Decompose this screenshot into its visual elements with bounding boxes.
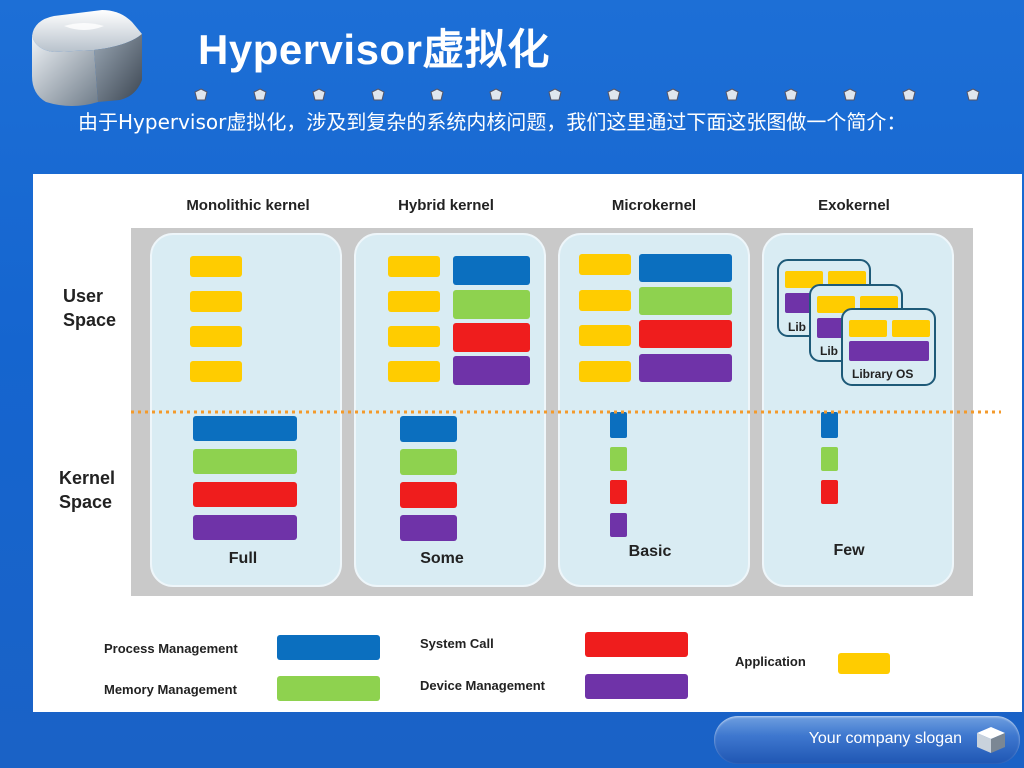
gem-bullet-icon bbox=[843, 88, 857, 101]
system-call-block bbox=[610, 480, 627, 504]
device-management-block bbox=[453, 356, 530, 385]
column-header-hybrid: Hybrid kernel bbox=[398, 197, 494, 214]
process-management-block bbox=[400, 416, 457, 442]
application-block bbox=[190, 361, 242, 382]
gem-bullet-icon bbox=[902, 88, 916, 101]
application-block bbox=[190, 256, 242, 277]
application-block bbox=[579, 325, 631, 346]
kernel-level-few: Few bbox=[833, 542, 865, 559]
library-os-label: Library OS bbox=[852, 367, 914, 381]
gem-bullet-icon bbox=[312, 88, 326, 101]
memory-management-block bbox=[610, 447, 627, 471]
process-management-block bbox=[639, 254, 732, 282]
application-block bbox=[388, 361, 440, 382]
gem-bullet-icon bbox=[253, 88, 267, 101]
column-header-microkernel: Microkernel bbox=[611, 197, 697, 214]
system-call-block bbox=[639, 320, 732, 348]
process-management-block bbox=[453, 256, 530, 285]
legend-swatch-process bbox=[277, 635, 380, 660]
application-block bbox=[579, 361, 631, 382]
application-block bbox=[579, 290, 631, 311]
gem-bullet-icon bbox=[607, 88, 621, 101]
device-management-block bbox=[610, 513, 627, 537]
application-block bbox=[190, 291, 242, 312]
system-call-block bbox=[453, 323, 530, 352]
gem-bullet-icon bbox=[548, 88, 562, 101]
cube-logo-icon bbox=[32, 10, 142, 106]
library-os-label: Lib bbox=[788, 320, 806, 334]
system-call-block bbox=[400, 482, 457, 508]
diagram-canvas bbox=[131, 228, 1001, 701]
column-microkernel bbox=[558, 233, 750, 587]
memory-management-block bbox=[400, 449, 457, 475]
library-os-stack bbox=[777, 259, 936, 386]
legend-label-application: Application bbox=[735, 654, 806, 669]
application-block bbox=[579, 254, 631, 275]
memory-management-block bbox=[193, 449, 297, 474]
process-management-block bbox=[193, 416, 297, 441]
kernel-level-basic: Basic bbox=[628, 543, 672, 560]
legend-label-device: Device Management bbox=[420, 678, 545, 693]
system-call-block bbox=[821, 480, 838, 504]
row-label-user-space: User Space bbox=[63, 286, 117, 330]
application-block bbox=[190, 326, 242, 347]
cube-icon bbox=[977, 727, 1005, 753]
library-os-label: Lib bbox=[820, 344, 838, 358]
application-block bbox=[388, 326, 440, 347]
kernel-architecture-diagram: Monolithic kernel Hybrid kernel Microker… bbox=[33, 174, 1022, 712]
process-management-block bbox=[610, 412, 627, 438]
gem-bullet-icon bbox=[725, 88, 739, 101]
application-block bbox=[388, 291, 440, 312]
column-header-monolithic: Monolithic kernel bbox=[186, 197, 310, 214]
legend-swatch-application bbox=[838, 653, 890, 674]
legend-swatch-memory bbox=[277, 676, 380, 701]
device-management-block bbox=[400, 515, 457, 541]
gem-bullet-icon bbox=[784, 88, 798, 101]
legend-label-memory: Memory Management bbox=[104, 682, 237, 697]
memory-management-block bbox=[639, 287, 732, 315]
kernel-level-full: Full bbox=[228, 550, 258, 567]
gem-bullet-icon bbox=[194, 88, 208, 101]
application-block bbox=[388, 256, 440, 277]
legend-label-process: Process Management bbox=[104, 641, 238, 656]
row-label-kernel-space: Kernel Space bbox=[59, 468, 116, 512]
gem-bullet-icon bbox=[371, 88, 385, 101]
gem-bullet-icon bbox=[430, 88, 444, 101]
page-title: Hypervisor虚拟化 bbox=[198, 26, 550, 73]
legend-label-system-call: System Call bbox=[420, 636, 494, 651]
bullet-row bbox=[192, 88, 992, 104]
memory-management-block bbox=[821, 447, 838, 471]
slogan-text: Your company slogan bbox=[808, 730, 962, 747]
legend-swatch-system-call bbox=[585, 632, 688, 657]
system-call-block bbox=[193, 482, 297, 507]
device-management-block bbox=[193, 515, 297, 540]
legend-swatch-device bbox=[585, 674, 688, 699]
slogan-bar: Your company slogan bbox=[714, 716, 1020, 764]
kernel-level-some: Some bbox=[420, 550, 464, 567]
process-management-block bbox=[821, 412, 838, 438]
column-header-exokernel: Exokernel bbox=[818, 197, 890, 214]
device-management-block bbox=[639, 354, 732, 382]
gem-bullet-icon bbox=[489, 88, 503, 101]
intro-text: 由于Hypervisor虚拟化，涉及到复杂的系统内核问题，我们这里通过下面这张图… bbox=[78, 110, 907, 134]
memory-management-block bbox=[453, 290, 530, 319]
gem-bullet-icon bbox=[666, 88, 680, 101]
gem-bullet-icon bbox=[966, 88, 980, 101]
